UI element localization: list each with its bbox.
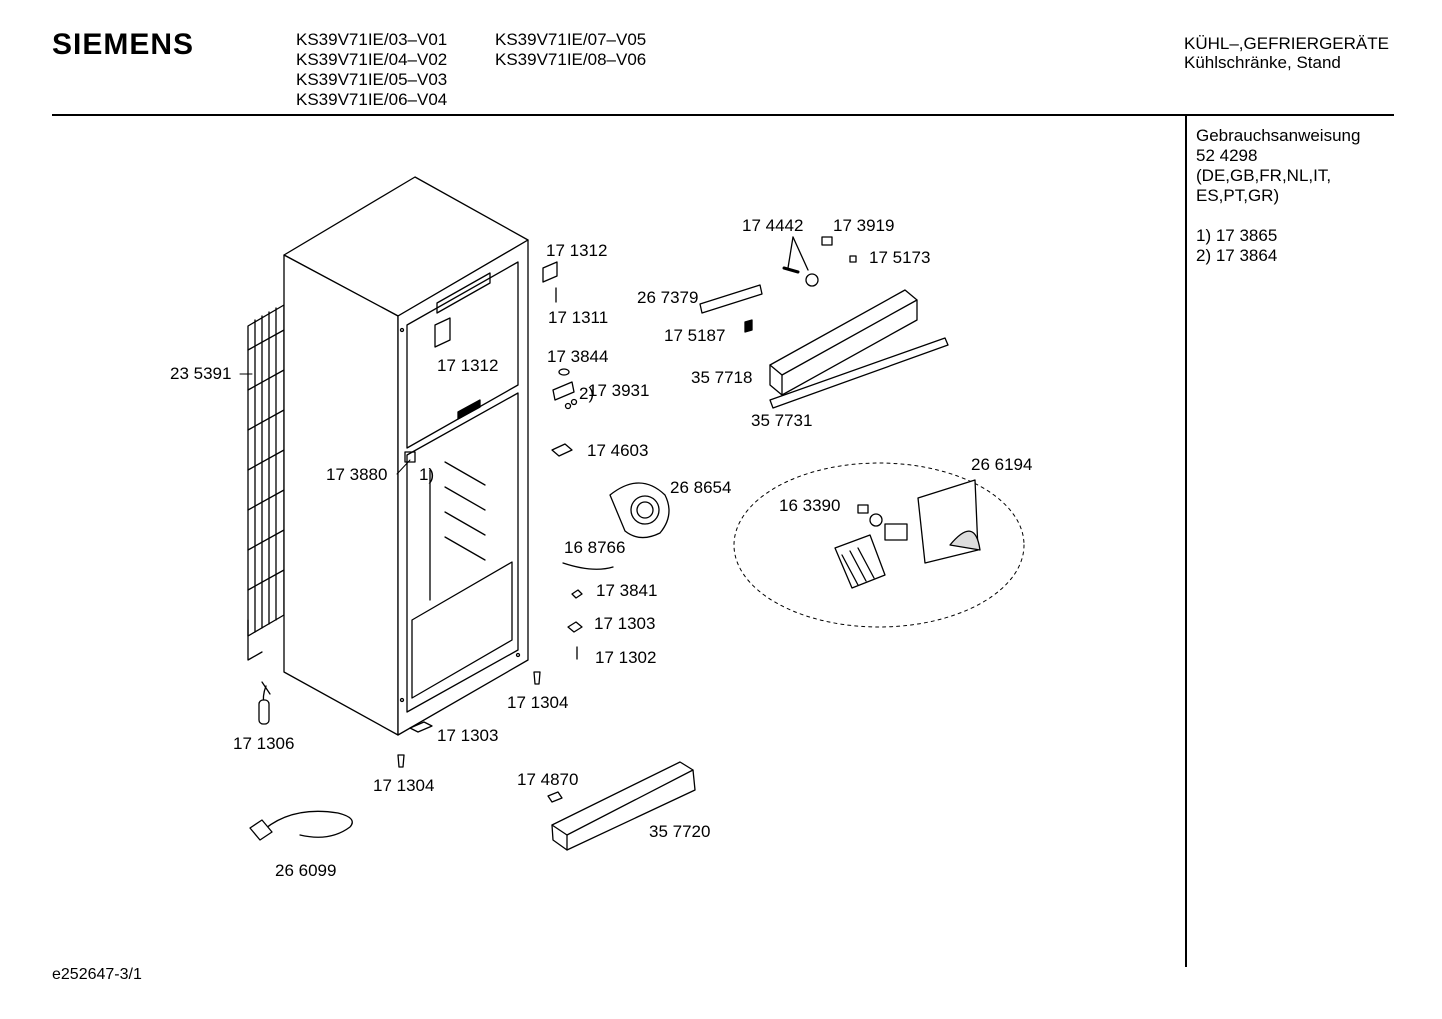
part-label: 17 1303: [594, 614, 655, 633]
part-label: 17 1304: [373, 776, 434, 795]
part-label: 17 3844: [547, 347, 608, 366]
part-label: 17 5173: [869, 248, 930, 267]
power-cord-drawing: [249, 681, 353, 841]
part-label: 35 7718: [691, 368, 752, 387]
control-panel-drawing: [699, 236, 949, 409]
footnote-ref: 2): [579, 384, 594, 403]
part-label: 17 3880: [326, 465, 387, 484]
footnote-1: 1) 17 3865: [1196, 226, 1278, 245]
cabinet-drawing: [283, 176, 529, 736]
callout-lines: [239, 373, 411, 475]
document-id: e252647-3/1: [52, 966, 142, 983]
condenser-drawing: [247, 304, 285, 661]
category-title: KÜHL–,GEFRIERGERÄTE: [1184, 34, 1389, 53]
part-label: 17 1312: [437, 356, 498, 375]
part-label: 16 8766: [564, 538, 625, 557]
part-label: 16 3390: [779, 496, 840, 515]
exploded-parts-diagram: 23 5391 17 1312 17 1311 17 1312 17 3844 …: [170, 176, 1032, 880]
part-label: 17 1311: [548, 308, 608, 327]
footnote-ref: 1): [419, 465, 434, 484]
part-label: 35 7720: [649, 822, 710, 841]
model-number: KS39V71IE/03–V01: [296, 30, 448, 49]
model-number: KS39V71IE/04–V02: [296, 50, 448, 69]
model-number: KS39V71IE/08–V06: [495, 50, 647, 69]
part-label: 17 5187: [664, 326, 725, 345]
part-labels: 23 5391 17 1312 17 1311 17 1312 17 3844 …: [170, 216, 1032, 880]
part-label: 17 3841: [596, 581, 657, 600]
part-label: 17 3919: [833, 216, 894, 235]
brand-logo: SIEMENS: [52, 28, 195, 61]
footnote-2: 2) 17 3864: [1196, 246, 1278, 265]
part-label: 17 1312: [546, 241, 607, 260]
part-label: 17 1303: [437, 726, 498, 745]
part-label: 26 8654: [670, 478, 731, 497]
part-label: 17 4870: [517, 770, 578, 789]
part-label: 17 1304: [507, 693, 568, 712]
model-number: KS39V71IE/05–V03: [296, 70, 448, 89]
sidebar-divider: [1185, 116, 1187, 967]
part-label: 17 1302: [595, 648, 656, 667]
part-label: 26 6099: [275, 861, 336, 880]
product-category: KÜHL–,GEFRIERGERÄTE Kühlschränke, Stand: [1184, 34, 1389, 72]
part-label: 26 6194: [971, 455, 1032, 474]
part-label: 17 3931: [588, 381, 649, 400]
part-label: 35 7731: [751, 411, 812, 430]
fan-housing-drawing: [609, 482, 670, 539]
part-label: 17 4442: [742, 216, 803, 235]
part-label: 17 4603: [587, 441, 648, 460]
hinge-parts: [397, 261, 614, 803]
manual-title: Gebrauchsanweisung: [1196, 126, 1361, 145]
manual-languages: ES,PT,GR): [1196, 186, 1280, 205]
model-list-1: KS39V71IE/03–V01 KS39V71IE/04–V02 KS39V7…: [296, 30, 447, 110]
part-label: 23 5391: [170, 364, 231, 383]
model-number: KS39V71IE/07–V05: [495, 30, 647, 49]
category-subtitle: Kühlschränke, Stand: [1184, 53, 1341, 72]
part-label: 26 7379: [637, 288, 698, 307]
base-grille-drawing: [551, 761, 696, 851]
part-label: 17 1306: [233, 734, 294, 753]
sidebar-notes: Gebrauchsanweisung 52 4298 (DE,GB,FR,NL,…: [1196, 126, 1360, 266]
model-list-2: KS39V71IE/07–V05 KS39V71IE/08–V06: [495, 30, 646, 70]
manual-languages: (DE,GB,FR,NL,IT,: [1196, 166, 1332, 185]
lamp-assembly-drawing: [733, 462, 1025, 628]
model-number: KS39V71IE/06–V04: [296, 90, 448, 109]
header-divider: [52, 114, 1394, 116]
manual-number: 52 4298: [1196, 146, 1258, 165]
